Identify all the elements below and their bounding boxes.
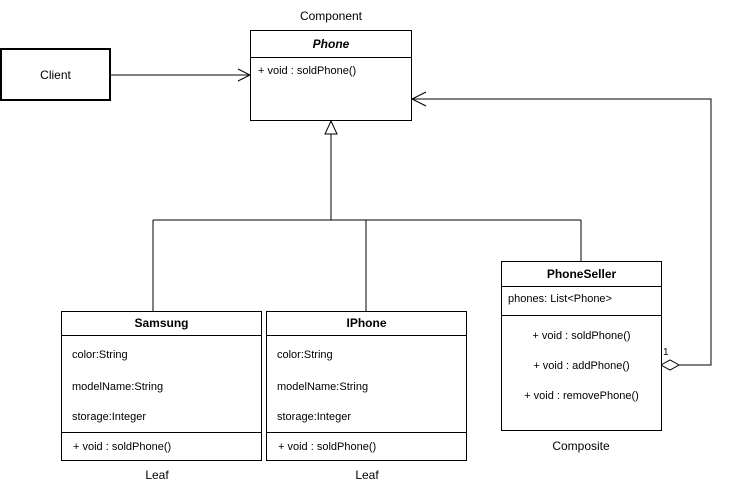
samsung-attribute: storage:Integer [72, 411, 146, 423]
samsung-class-name: Samsung [62, 312, 261, 336]
client-label: Client [40, 68, 71, 82]
aggregation-line [412, 98, 712, 366]
samsung-caption: Leaf [145, 468, 169, 482]
iphone-operations-divider [267, 432, 466, 433]
samsung-attribute: modelName:String [72, 381, 164, 393]
phoneseller-class: PhoneSeller phones: List<Phone> + void :… [501, 261, 662, 431]
samsung-class: Samsung color:String modelName:String st… [61, 311, 262, 461]
iphone-attribute: color:String [277, 349, 333, 361]
phone-class: Phone + void : soldPhone() [250, 30, 412, 121]
phoneseller-operations-divider [502, 315, 661, 316]
samsung-attribute: color:String [72, 349, 128, 361]
aggregation-diamond [659, 359, 681, 371]
iphone-caption: Leaf [355, 468, 379, 482]
phone-operation: + void : soldPhone() [258, 65, 357, 77]
aggregation-arrowhead [410, 91, 427, 107]
iphone-operation: + void : soldPhone() [278, 441, 377, 453]
samsung-operation: + void : soldPhone() [73, 441, 172, 453]
iphone-class: IPhone color:String modelName:String sto… [266, 311, 467, 461]
phoneseller-operation: + void : addPhone() [533, 360, 630, 372]
iphone-attribute: modelName:String [277, 381, 369, 393]
client-box: Client [0, 48, 111, 101]
aggregation-multiplicity: 1 [663, 347, 669, 358]
phoneseller-operation: + void : soldPhone() [532, 330, 631, 342]
phoneseller-caption: Composite [552, 439, 610, 453]
component-caption: Component [299, 9, 363, 23]
phoneseller-class-name: PhoneSeller [502, 262, 661, 287]
iphone-attribute: storage:Integer [277, 411, 351, 423]
samsung-operations-divider [62, 432, 261, 433]
phoneseller-operation: + void : removePhone() [524, 390, 639, 402]
phone-class-name: Phone [251, 31, 411, 58]
iphone-class-name: IPhone [267, 312, 466, 336]
generalization-triangle [324, 119, 338, 135]
phoneseller-attribute: phones: List<Phone> [508, 293, 612, 305]
